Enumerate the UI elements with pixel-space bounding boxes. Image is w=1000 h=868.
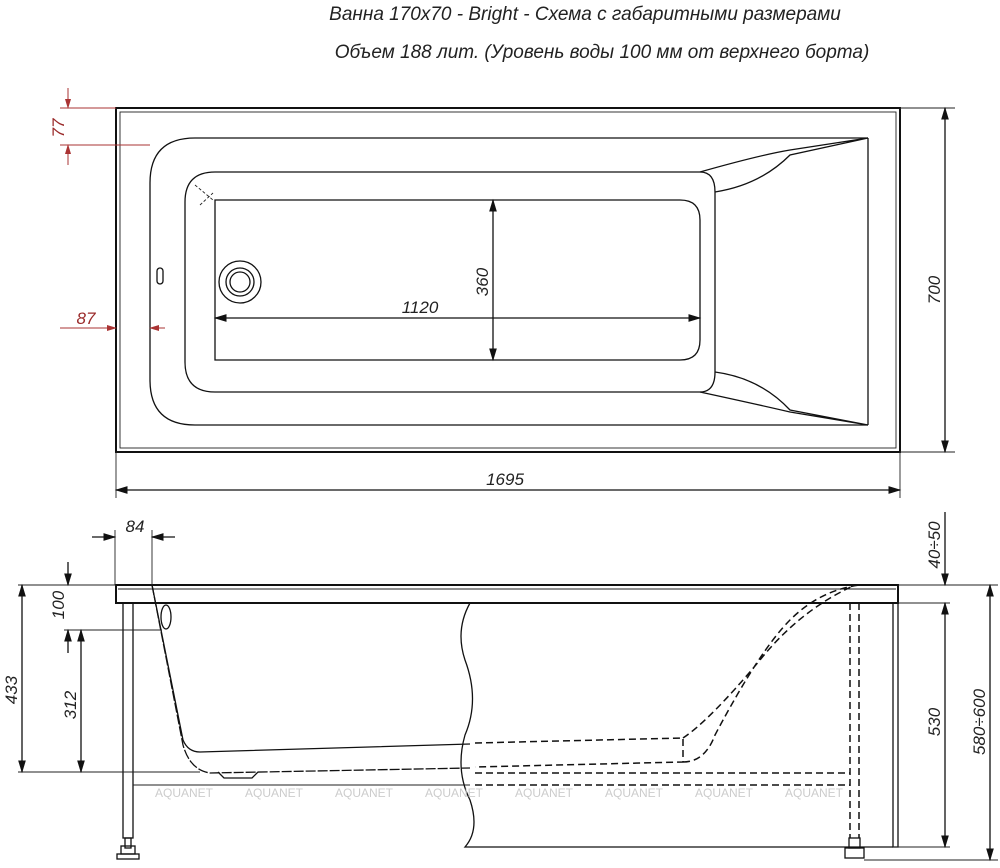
dim-width: 700 xyxy=(925,275,944,304)
basin-floor xyxy=(214,199,701,361)
backrest-slope xyxy=(699,137,869,426)
drawing-title: Ванна 170x70 - Bright - Схема с габаритн… xyxy=(329,4,841,25)
backrest-side xyxy=(474,584,861,786)
dim-depth: 433 xyxy=(2,675,21,704)
basin-outline xyxy=(184,171,716,393)
dim-install-gap: 40÷50 xyxy=(925,521,944,569)
dim-rim-offset: 84 xyxy=(126,517,145,536)
break-line xyxy=(460,602,893,848)
dim-leg-height: 530 xyxy=(925,707,944,736)
dim-total-height: 580÷600 xyxy=(970,688,989,755)
dim-overflow-height: 312 xyxy=(61,690,80,719)
svg-text:AQUANET: AQUANET xyxy=(245,786,304,800)
tub-wall-left xyxy=(151,584,471,753)
drawing-subtitle: Объем 188 лит. (Уровень воды 100 мм от в… xyxy=(335,42,870,63)
svg-text:AQUANET: AQUANET xyxy=(425,786,484,800)
svg-text:AQUANET: AQUANET xyxy=(695,786,754,800)
dim-rim-side: 87 xyxy=(77,309,96,328)
tub-rim-side xyxy=(115,584,899,604)
dim-inner-length: 1120 xyxy=(402,298,439,317)
overflow-icon xyxy=(156,267,164,285)
dim-rim-top: 77 xyxy=(49,118,68,137)
rim-inner-edge xyxy=(149,137,868,426)
svg-text:AQUANET: AQUANET xyxy=(605,786,664,800)
leg-right xyxy=(849,603,860,838)
top-view: 77 87 1120 360 700 1695 xyxy=(49,88,955,498)
svg-text:AQUANET: AQUANET xyxy=(515,786,574,800)
svg-text:AQUANET: AQUANET xyxy=(785,786,844,800)
svg-text:AQUANET: AQUANET xyxy=(155,786,214,800)
watermarks: AQUANET AQUANET AQUANET AQUANET AQUANET … xyxy=(155,786,844,800)
svg-text:AQUANET: AQUANET xyxy=(335,786,394,800)
side-view: AQUANET AQUANET AQUANET AQUANET AQUANET … xyxy=(2,512,998,862)
drain-side xyxy=(217,771,259,779)
leg-left xyxy=(122,602,134,839)
dim-length: 1695 xyxy=(486,470,524,489)
end-panel xyxy=(892,602,899,848)
dim-inner-width: 360 xyxy=(473,267,492,296)
drain-icon xyxy=(218,260,262,304)
tub-outline-top xyxy=(115,107,901,453)
overflow-side xyxy=(160,604,172,630)
dim-overflow-depth: 100 xyxy=(49,590,68,619)
